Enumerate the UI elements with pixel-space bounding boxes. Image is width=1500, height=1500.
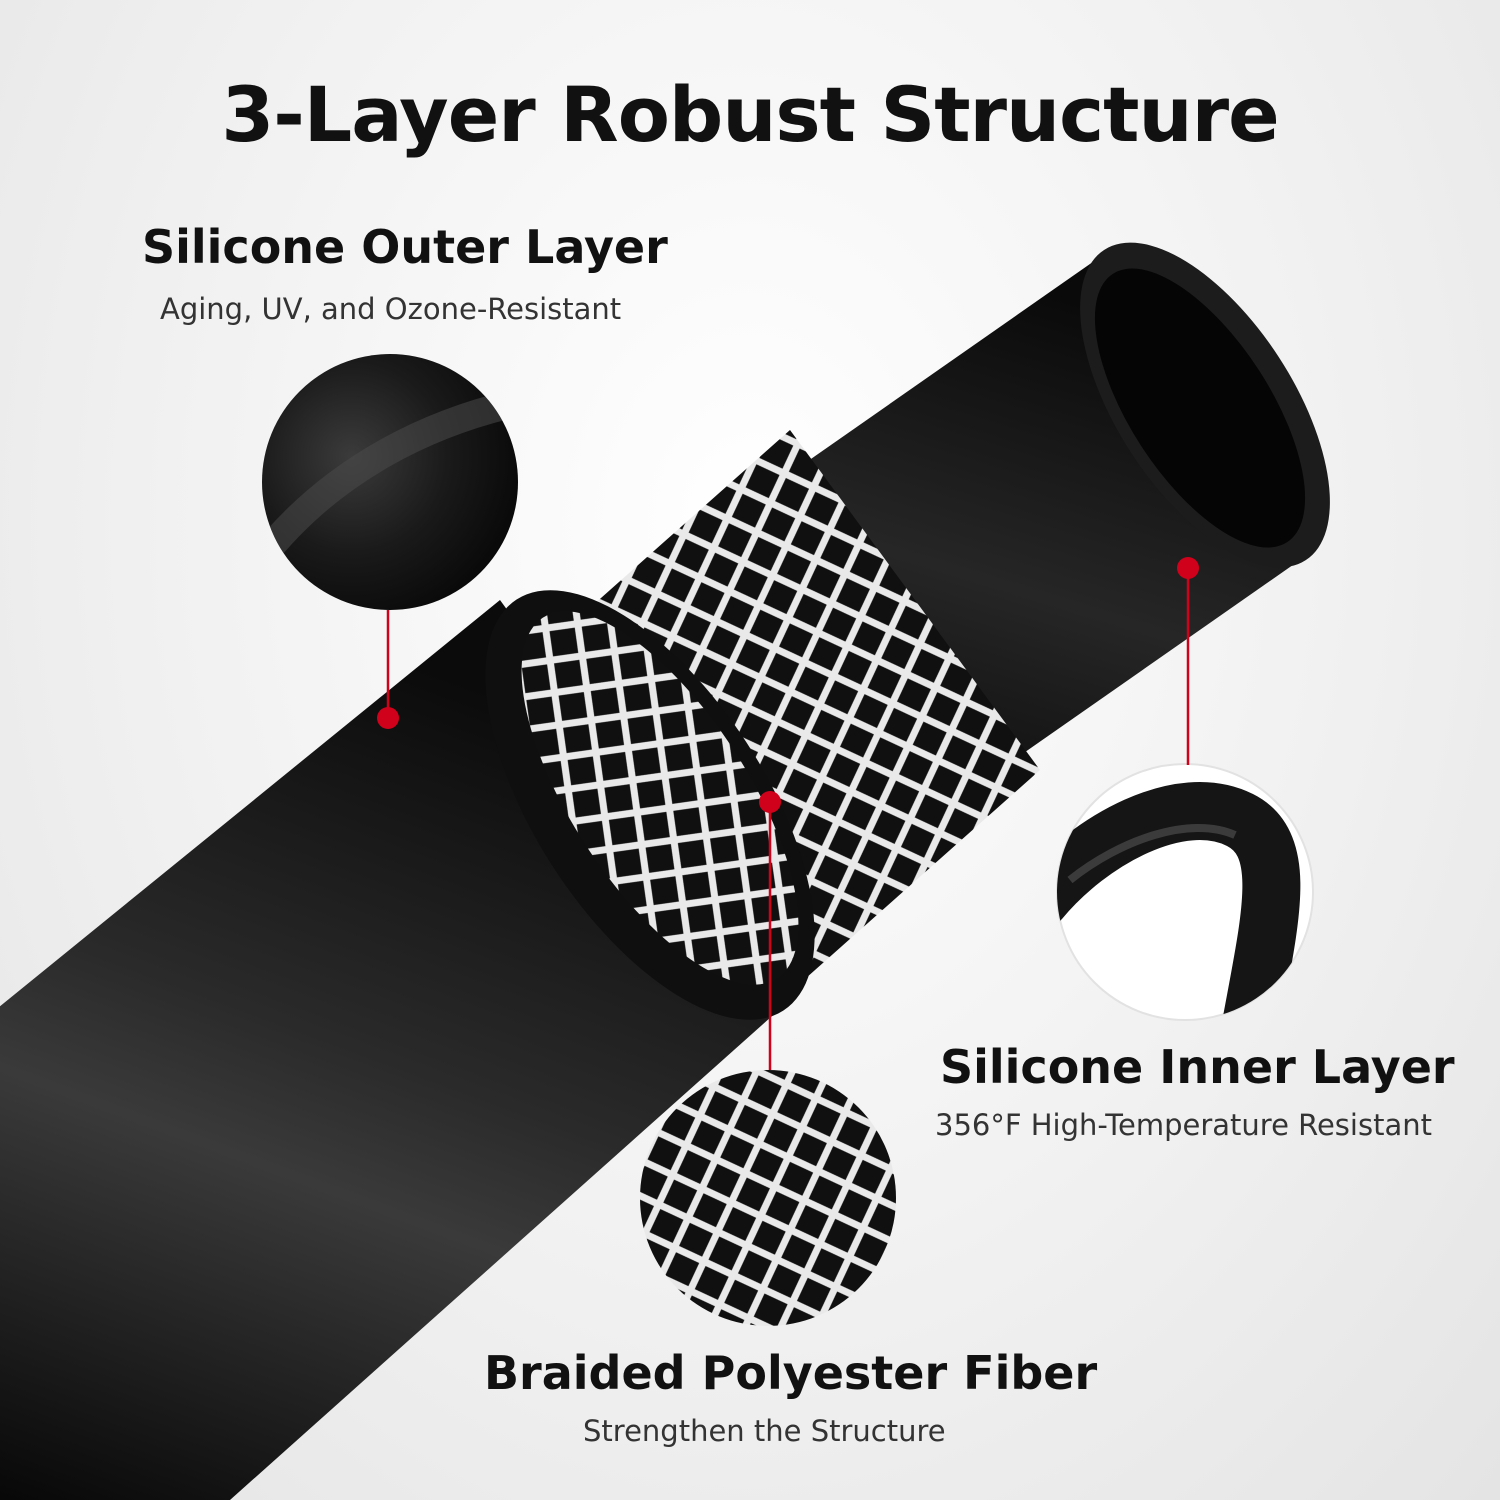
inner-layer-detail-circle bbox=[1056, 763, 1314, 1021]
braid-detail-circle bbox=[640, 1070, 896, 1326]
callout-dot-outer bbox=[377, 707, 399, 729]
headline: 3-Layer Robust Structure bbox=[221, 70, 1279, 159]
callout-dot-braid bbox=[759, 791, 781, 813]
braid-section bbox=[520, 430, 1040, 1010]
callout-braid bbox=[759, 791, 781, 1070]
outer-layer-detail-circle bbox=[262, 354, 518, 610]
outer-tube-section bbox=[0, 590, 815, 1500]
inner-layer-title: Silicone Inner Layer bbox=[940, 1040, 1455, 1094]
outer-layer-subtitle: Aging, UV, and Ozone-Resistant bbox=[160, 292, 622, 326]
callout-inner bbox=[1177, 557, 1199, 765]
inner-layer-subtitle: 356°F High-Temperature Resistant bbox=[935, 1108, 1432, 1142]
braid-subtitle: Strengthen the Structure bbox=[583, 1414, 946, 1448]
outer-layer-title: Silicone Outer Layer bbox=[142, 220, 668, 274]
braid-title: Braided Polyester Fiber bbox=[484, 1346, 1098, 1400]
callout-outer bbox=[377, 610, 399, 729]
callout-dot-inner bbox=[1177, 557, 1199, 579]
